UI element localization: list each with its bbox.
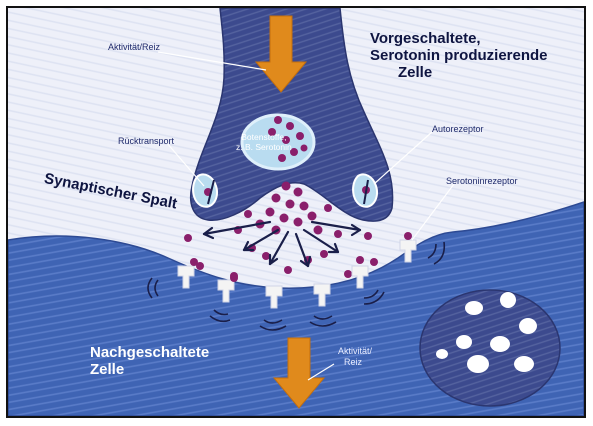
label-postsynaptic-cell-line1: Nachgeschaltete	[90, 344, 209, 361]
label-messengers-line2: z. B. Serotonin	[236, 142, 292, 152]
label-messengers-line1: Botenstoffe,	[236, 132, 292, 142]
label-activity-bottom: Aktivität/ Reiz	[338, 346, 372, 368]
reuptake-transporter	[193, 174, 217, 206]
label-presynaptic-cell-line3: Zelle	[370, 64, 548, 81]
autoreceptor-shape	[353, 174, 377, 206]
label-autoreceptor: Autorezeptor	[432, 124, 484, 134]
label-reuptake: Rücktransport	[118, 136, 174, 146]
label-activity-bottom-line1: Aktivität/	[338, 346, 372, 357]
label-presynaptic-cell-line1: Vorgeschaltete,	[370, 30, 548, 47]
label-presynaptic-cell: Vorgeschaltete, Serotonin produzierende …	[370, 30, 548, 81]
neighbor-cell	[420, 290, 560, 406]
label-presynaptic-cell-line2: Serotonin produzierende	[370, 47, 548, 64]
diagram-frame: Aktivität/Reiz Vorgeschaltete, Serotonin…	[6, 6, 586, 418]
label-activity-top: Aktivität/Reiz	[108, 42, 160, 52]
label-messengers: Botenstoffe, z. B. Serotonin	[236, 132, 292, 152]
label-postsynaptic-cell-line2: Zelle	[90, 361, 209, 378]
label-postsynaptic-cell: Nachgeschaltete Zelle	[90, 344, 209, 378]
label-activity-bottom-line2: Reiz	[338, 357, 372, 368]
label-serotonin-receptor: Serotoninrezeptor	[446, 176, 518, 186]
